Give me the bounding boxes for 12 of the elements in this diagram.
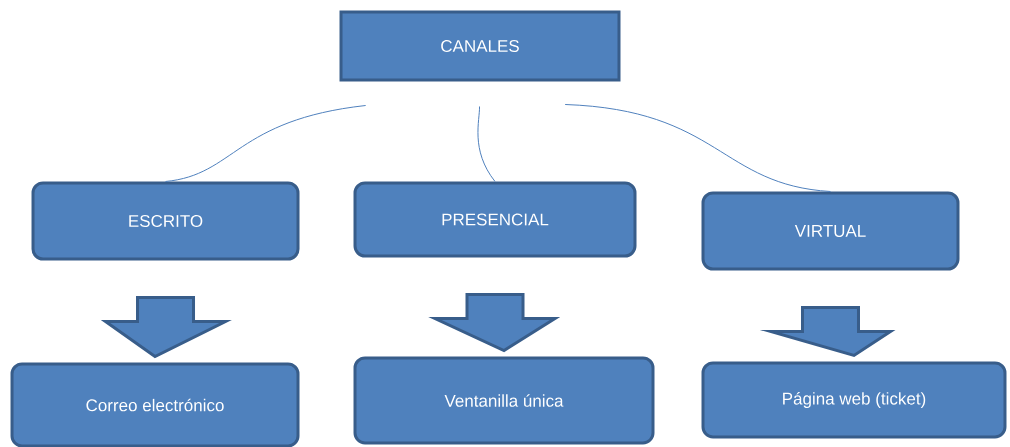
- block-arrow: [100, 296, 232, 359]
- process-box: Página web (ticket): [701, 361, 1007, 439]
- process-box: CANALES: [339, 10, 621, 82]
- process-box: VIRTUAL: [701, 191, 960, 271]
- process-box: Correo electrónico: [10, 362, 300, 447]
- curved-connector: [165, 105, 367, 182]
- block-arrow: [428, 293, 561, 353]
- curved-connector: [477, 106, 496, 182]
- process-box: ESCRITO: [31, 181, 300, 261]
- curved-connector: [564, 104, 831, 192]
- process-box: PRESENCIAL: [353, 181, 637, 258]
- process-box: Ventanilla única: [353, 356, 655, 445]
